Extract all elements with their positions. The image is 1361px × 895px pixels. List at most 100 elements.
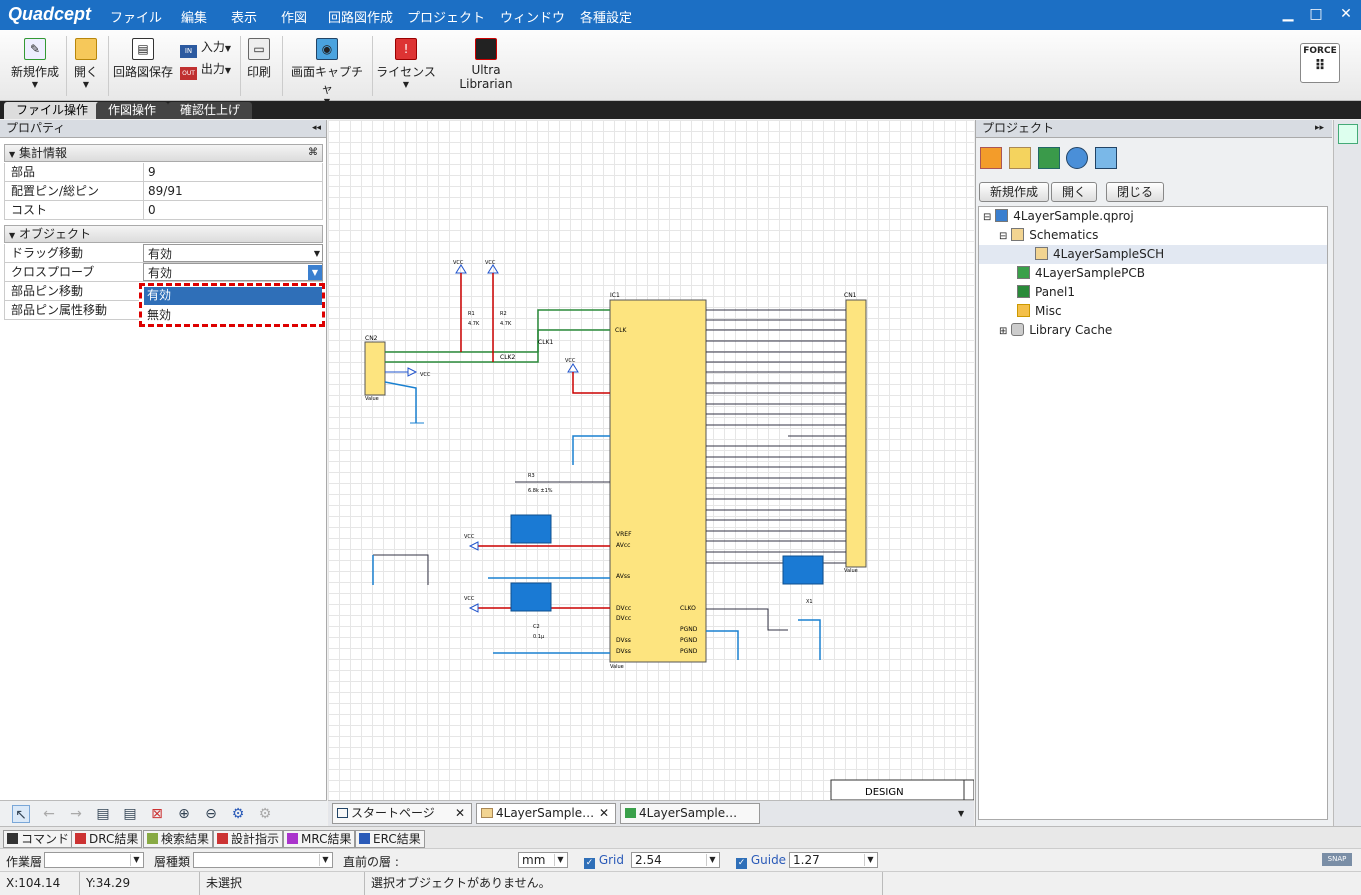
print-button[interactable]: ▭ 印刷 bbox=[244, 34, 274, 98]
grid-label: Grid bbox=[598, 853, 625, 867]
new-button[interactable]: ✎ 新規作成▼ bbox=[8, 34, 62, 98]
property-key: コスト bbox=[11, 203, 48, 217]
grid-select[interactable]: 2.54▼ bbox=[631, 852, 720, 868]
license-button[interactable]: ! ライセンス▼ bbox=[376, 34, 436, 98]
save-schematic-button[interactable]: ▤ 回路図保存 bbox=[112, 34, 174, 98]
expand-toggle-icon[interactable]: ⊞ bbox=[999, 326, 1008, 337]
property-key: 配置ピン/総ピン bbox=[11, 184, 100, 198]
zoom-view-icon[interactable] bbox=[1337, 124, 1358, 144]
tree-node-panel[interactable]: Panel1 bbox=[979, 283, 1327, 302]
tab-design-directive[interactable]: 設計指示 bbox=[213, 830, 284, 848]
tree-node-library-cache[interactable]: ⊞ Library Cache bbox=[979, 321, 1327, 340]
capture-button[interactable]: ◉ 画面キャプチャ▼ bbox=[287, 34, 367, 106]
chevron-down-icon[interactable]: ▼ bbox=[958, 809, 965, 818]
menu-window[interactable]: ウィンドウ bbox=[500, 11, 566, 26]
menu-view[interactable]: 表示 bbox=[231, 11, 258, 26]
unit-select[interactable]: mm▼ bbox=[518, 852, 568, 868]
close-icon[interactable]: ✕ bbox=[454, 806, 465, 820]
object-section-header[interactable]: ▼ オブジェクト bbox=[4, 225, 323, 243]
notebook-icon[interactable] bbox=[1008, 147, 1031, 169]
menu-schematic[interactable]: 回路図作成 bbox=[328, 11, 394, 26]
pin-icon[interactable]: ⌘ bbox=[308, 147, 318, 158]
select-value: 有効 bbox=[148, 266, 173, 280]
forward-arrow-icon[interactable]: → bbox=[70, 806, 82, 822]
tab-erc[interactable]: ERC結果 bbox=[355, 830, 425, 848]
output-button[interactable]: OUT 出力▼ bbox=[180, 60, 231, 80]
input-button[interactable]: IN 入力▼ bbox=[180, 38, 231, 58]
summary-section-header[interactable]: ▼ 集計情報 ⌘ bbox=[4, 144, 323, 162]
tree-node-misc[interactable]: Misc bbox=[979, 302, 1327, 321]
tab-label: コマンド bbox=[21, 832, 70, 846]
db-icon[interactable] bbox=[1066, 147, 1089, 169]
collapse-toggle-icon[interactable]: ⊟ bbox=[999, 231, 1008, 242]
minimize-button[interactable]: ▁ bbox=[1282, 6, 1294, 22]
side-strip bbox=[1333, 120, 1361, 826]
tree-node-sch[interactable]: 4LayerSampleSCH bbox=[979, 245, 1327, 264]
property-key: 部品 bbox=[11, 165, 36, 179]
force-button[interactable]: FORCE ⠿ bbox=[1300, 43, 1340, 83]
save-icon[interactable]: ▤ bbox=[96, 806, 110, 822]
tab-check-finish[interactable]: 確認仕上げ bbox=[168, 102, 253, 119]
layers-icon[interactable] bbox=[1037, 147, 1060, 169]
tab-drc[interactable]: DRC結果 bbox=[71, 830, 143, 848]
collapse-toggle-icon[interactable]: ⊟ bbox=[983, 212, 992, 223]
tree-node-project[interactable]: ⊟ 4LayerSample.qproj bbox=[979, 207, 1327, 226]
grid-toggle[interactable]: ✓ Grid bbox=[584, 853, 624, 869]
zoom-out-icon[interactable]: ⊖ bbox=[205, 806, 217, 822]
guide-toggle[interactable]: ✓ Guide bbox=[736, 853, 786, 869]
collapse-icon[interactable]: ◂◂ bbox=[311, 123, 321, 133]
tab-mrc[interactable]: MRC結果 bbox=[283, 830, 356, 848]
schematic-canvas[interactable]: IC1 Value CN1 Value CN2 Value bbox=[328, 120, 974, 800]
tree-node-pcb[interactable]: 4LayerSamplePCB bbox=[979, 264, 1327, 283]
tab-label: 4LayerSample… bbox=[639, 806, 738, 820]
project-close-button[interactable]: 閉じる bbox=[1106, 182, 1165, 202]
crossprobe-select[interactable]: 有効▼ bbox=[143, 263, 323, 281]
save-all-icon[interactable]: ▤ bbox=[123, 806, 137, 822]
tab-draw-ops[interactable]: 作図操作 bbox=[96, 102, 169, 119]
work-layer-select[interactable]: ▼ bbox=[44, 852, 144, 868]
library-icon[interactable] bbox=[1095, 147, 1118, 169]
tree-node-schematics[interactable]: ⊟ Schematics bbox=[979, 226, 1327, 245]
close-icon[interactable]: ✕ bbox=[598, 806, 609, 820]
guide-select[interactable]: 1.27▼ bbox=[789, 852, 878, 868]
menu-draw[interactable]: 作図 bbox=[281, 11, 308, 26]
select-cursor-icon[interactable]: ↖ bbox=[12, 805, 30, 823]
y-coordinate: Y:34.29 bbox=[80, 872, 200, 895]
database-icon bbox=[1011, 323, 1025, 336]
menu-settings[interactable]: 各種設定 bbox=[580, 11, 633, 26]
maximize-button[interactable]: □ bbox=[1309, 6, 1323, 22]
menu-project[interactable]: プロジェクト bbox=[407, 11, 486, 26]
drc-icon bbox=[75, 833, 86, 844]
fit-view-icon[interactable]: ⊠ bbox=[151, 806, 163, 822]
snap-badge[interactable]: SNAP bbox=[1322, 853, 1352, 866]
project-open-button[interactable]: 開く bbox=[1051, 182, 1098, 202]
gear-disabled-icon[interactable]: ⚙ bbox=[258, 806, 272, 822]
property-row-crossprobe: クロスプローブ 有効▼ bbox=[4, 263, 323, 282]
zoom-in-icon[interactable]: ⊕ bbox=[178, 806, 190, 822]
tab-start-page[interactable]: スタートページ ✕ bbox=[332, 803, 472, 824]
option-enabled[interactable]: 有効 bbox=[144, 287, 322, 305]
back-arrow-icon[interactable]: ← bbox=[43, 806, 55, 822]
drag-select[interactable]: 有効▼ bbox=[143, 244, 323, 262]
gear-icon[interactable]: ⚙ bbox=[231, 806, 245, 822]
layer-type-select[interactable]: ▼ bbox=[193, 852, 333, 868]
page-icon bbox=[337, 808, 348, 818]
tab-search[interactable]: 検索結果 bbox=[143, 830, 214, 848]
sch-file-icon bbox=[481, 808, 493, 818]
tab-pcb[interactable]: 4LayerSample… bbox=[620, 803, 760, 824]
project-tree: ⊟ 4LayerSample.qproj ⊟ Schematics 4Layer… bbox=[978, 206, 1328, 820]
tab-sch[interactable]: 4LayerSample… ✕ bbox=[476, 803, 616, 824]
menu-file[interactable]: ファイル bbox=[110, 11, 163, 26]
open-button[interactable]: 開く▼ bbox=[70, 34, 102, 98]
close-button[interactable]: ✕ bbox=[1340, 6, 1352, 22]
menu-edit[interactable]: 編集 bbox=[181, 11, 208, 26]
ultra-librarian-button[interactable]: Ultra Librarian bbox=[446, 34, 526, 98]
properties-header: プロパティ ◂◂ bbox=[0, 120, 326, 138]
collapse-icon[interactable]: ▸▸ bbox=[1314, 123, 1324, 133]
chevron-down-icon: ▼ bbox=[130, 854, 142, 866]
tab-file-ops[interactable]: ファイル操作 bbox=[4, 102, 101, 119]
option-disabled[interactable]: 無効 bbox=[147, 308, 172, 322]
prj-icon[interactable] bbox=[980, 147, 1002, 169]
project-new-button[interactable]: 新規作成 bbox=[979, 182, 1050, 202]
tab-command[interactable]: コマンド bbox=[3, 830, 74, 848]
